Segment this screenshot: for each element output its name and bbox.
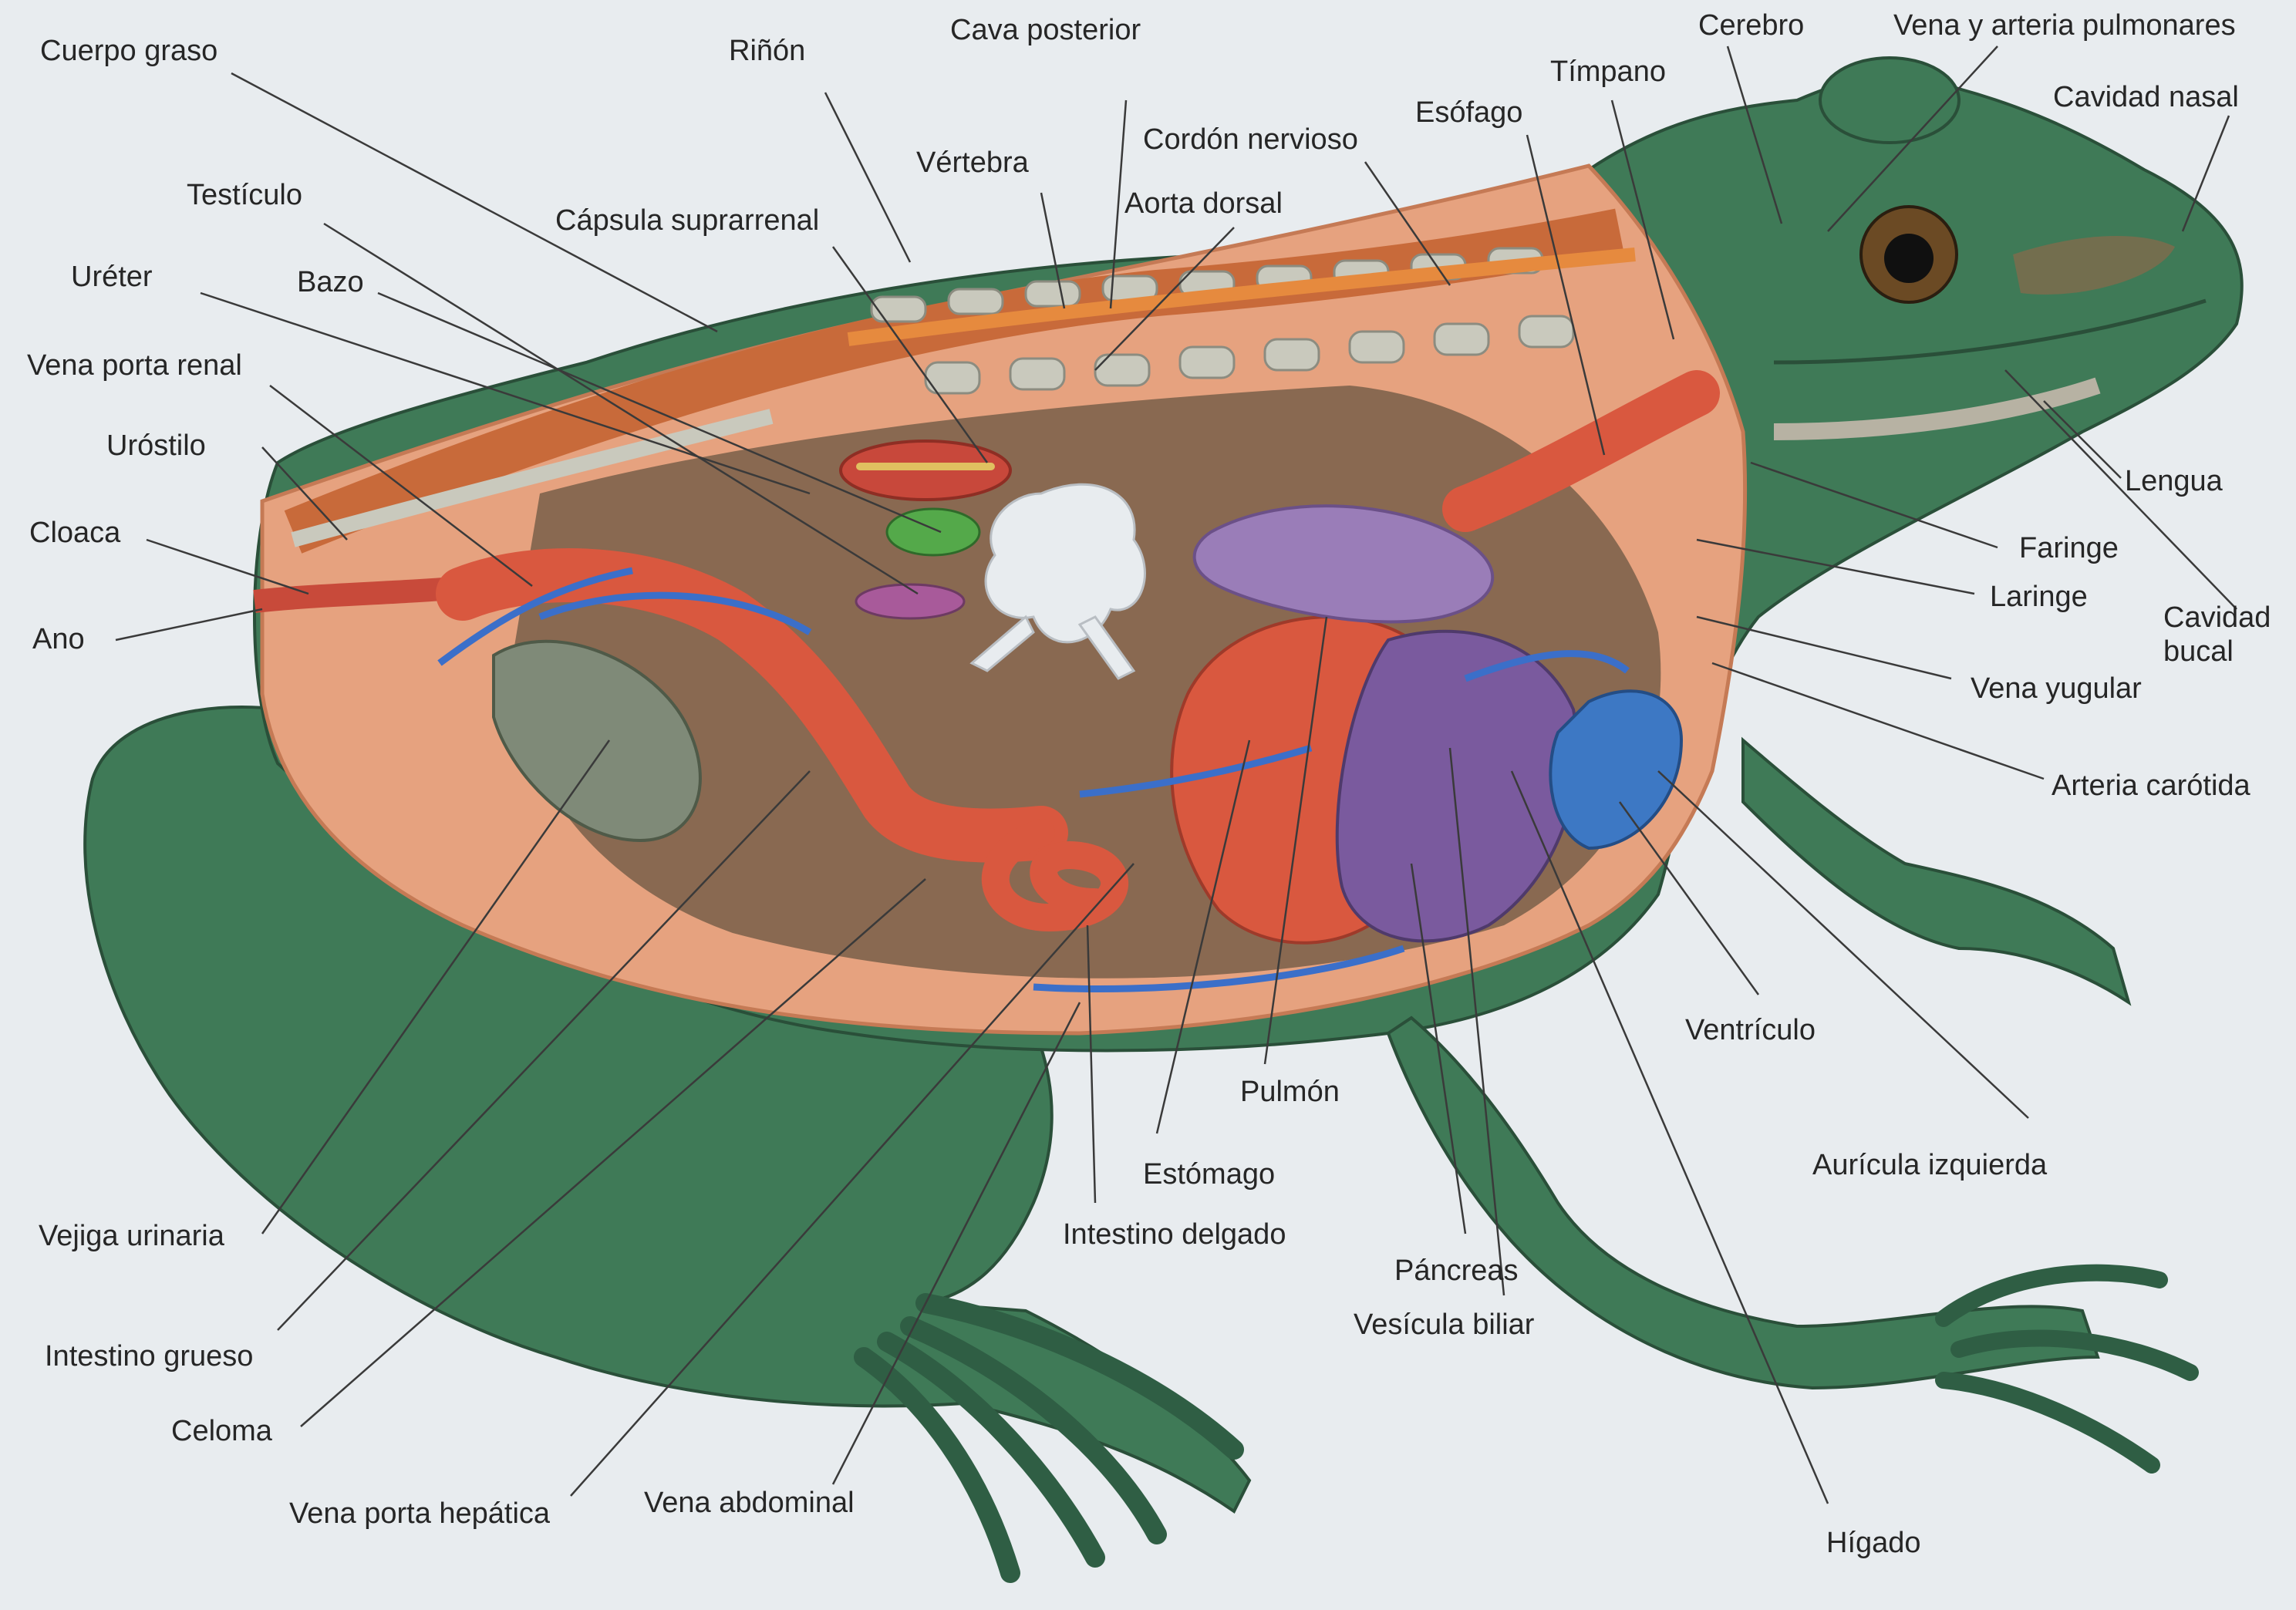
leader-lengua <box>2044 401 2121 478</box>
leader-capsula-suprarrenal <box>833 247 987 463</box>
label-cuerpo-graso: Cuerpo graso <box>40 35 217 69</box>
leader-higado <box>1512 771 1828 1504</box>
leader-ventriculo <box>1620 802 1758 995</box>
leader-vena-abdominal <box>833 1002 1080 1484</box>
leader-cavidad-nasal <box>2183 116 2229 231</box>
label-auricula-izquierda: Aurícula izquierda <box>1812 1149 2047 1183</box>
label-vertebra: Vértebra <box>916 147 1029 180</box>
label-urostilo: Uróstilo <box>106 429 206 463</box>
label-bazo: Bazo <box>297 266 364 300</box>
leader-cordon-nervioso <box>1365 162 1450 285</box>
leader-auricula-izquierda <box>1658 771 2028 1118</box>
label-estomago: Estómago <box>1143 1158 1275 1192</box>
leader-ano <box>116 609 262 640</box>
leader-ureter <box>201 293 810 493</box>
leader-laringe <box>1697 540 1974 594</box>
leader-intestino-delgado <box>1087 925 1095 1203</box>
leader-testiculo <box>324 224 918 594</box>
label-intestino-delgado: Intestino delgado <box>1063 1218 1286 1252</box>
leader-rinon <box>825 93 910 262</box>
label-cavidad-nasal: Cavidad nasal <box>2053 81 2239 115</box>
label-cerebro: Cerebro <box>1698 9 1804 43</box>
leader-faringe <box>1751 463 1998 547</box>
label-cloaca: Cloaca <box>29 517 120 551</box>
leader-vena-yugular <box>1697 617 1951 679</box>
label-vena-yugular: Vena yugular <box>1971 672 2142 706</box>
leader-celoma <box>301 879 925 1426</box>
label-cavidad-bucal: Cavidad bucal <box>2163 601 2271 669</box>
leader-cloaca <box>147 540 308 594</box>
label-vena-porta-renal: Vena porta renal <box>27 349 242 383</box>
label-cava-posterior: Cava posterior <box>950 14 1141 48</box>
label-faringe: Faringe <box>2019 532 2119 566</box>
leader-vena-porta-hepatica <box>571 864 1134 1496</box>
leader-cerebro <box>1728 46 1782 224</box>
label-rinon: Riñón <box>729 35 805 69</box>
leader-aorta-dorsal <box>1095 227 1234 370</box>
leader-pancreas <box>1411 864 1465 1234</box>
label-vejiga-urinaria: Vejiga urinaria <box>39 1220 224 1254</box>
label-ventriculo: Ventrículo <box>1685 1014 1816 1048</box>
label-esofago: Esófago <box>1415 96 1522 130</box>
label-intestino-grueso: Intestino grueso <box>45 1340 253 1374</box>
label-pulmon: Pulmón <box>1240 1076 1340 1110</box>
leader-esofago <box>1527 135 1604 455</box>
label-timpano: Tímpano <box>1550 56 1666 89</box>
label-laringe: Laringe <box>1990 581 2088 615</box>
label-vena-arteria-pulmonares: Vena y arteria pulmonares <box>1893 9 2236 43</box>
leader-pulmon <box>1265 617 1327 1064</box>
leader-vertebra <box>1041 193 1064 308</box>
label-celoma: Celoma <box>171 1415 272 1449</box>
leader-vena-arteria-pulmonares <box>1828 46 1998 231</box>
leader-cava-posterior <box>1111 100 1126 308</box>
label-vena-abdominal: Vena abdominal <box>644 1487 855 1521</box>
label-cordon-nervioso: Cordón nervioso <box>1143 123 1358 157</box>
label-pancreas: Páncreas <box>1394 1255 1519 1288</box>
leader-vena-porta-renal <box>270 386 532 586</box>
leader-estomago <box>1157 740 1249 1133</box>
label-arteria-carotida: Arteria carótida <box>2052 770 2250 803</box>
leader-bazo <box>378 293 941 532</box>
label-lengua: Lengua <box>2125 465 2223 499</box>
label-vesicula-biliar: Vesícula biliar <box>1354 1309 1534 1342</box>
label-ano: Ano <box>32 623 85 657</box>
label-aorta-dorsal: Aorta dorsal <box>1124 187 1283 221</box>
leader-vejiga-urinaria <box>262 740 609 1234</box>
label-ureter: Uréter <box>71 261 153 295</box>
label-testiculo: Testículo <box>187 179 302 213</box>
label-capsula-suprarrenal: Cápsula suprarrenal <box>555 204 819 238</box>
leader-vesicula-biliar <box>1450 748 1504 1295</box>
leader-timpano <box>1612 100 1674 339</box>
label-vena-porta-hepatica: Vena porta hepática <box>289 1497 550 1531</box>
leader-urostilo <box>262 447 347 540</box>
label-higado: Hígado <box>1826 1527 1921 1561</box>
